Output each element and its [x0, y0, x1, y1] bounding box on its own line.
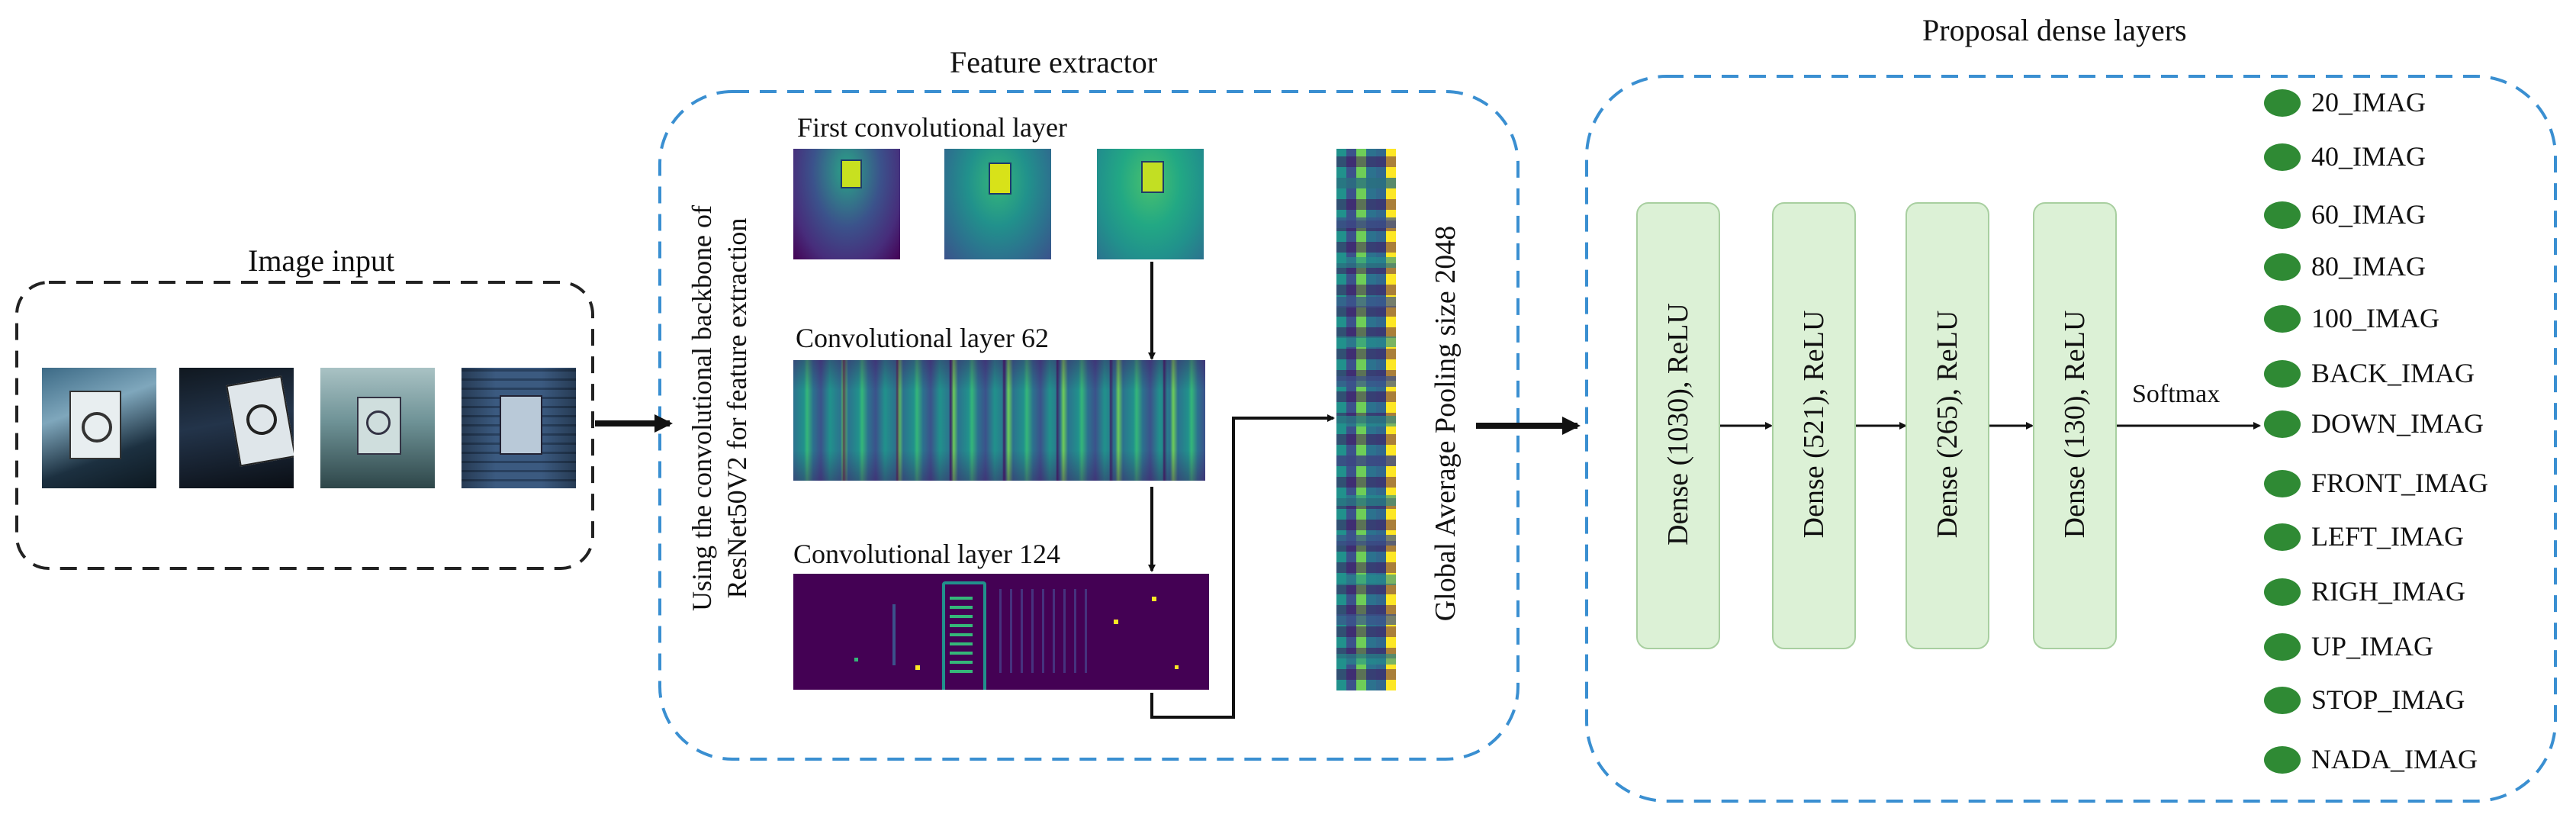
class-dot	[2264, 633, 2301, 661]
class-label: STOP_IMAG	[2311, 684, 2465, 715]
backbone-text-line2: ResNet50V2 for feature extraction	[722, 217, 752, 599]
conv-layer-62-map	[793, 360, 1205, 481]
softmax-label: Softmax	[2132, 380, 2221, 408]
dense-layer-521	[1772, 202, 1856, 649]
class-dot	[2264, 305, 2301, 333]
backbone-text-line1: Using the convolutional backbone of	[687, 205, 717, 611]
class-dot	[2264, 360, 2301, 388]
proposal-dense-title: Proposal dense layers	[1922, 13, 2187, 47]
class-label: 60_IMAG	[2311, 199, 2426, 230]
class-label: 80_IMAG	[2311, 251, 2426, 282]
first-conv-map-2	[944, 149, 1051, 259]
dense-layer-1030-label: Dense (1030), ReLU	[1662, 303, 1694, 546]
conv-layer-124-label: Convolutional layer 124	[793, 539, 1060, 569]
first-conv-map-3	[1097, 149, 1204, 259]
arrow-124-to-pooling	[1150, 414, 1335, 719]
class-dot	[2264, 470, 2301, 497]
global-average-pooling-map	[1336, 149, 1396, 690]
class-dot	[2264, 523, 2301, 551]
dense-layer-130	[2033, 202, 2117, 649]
pooling-label: Global Average Pooling size 2048	[1430, 225, 1462, 622]
class-dot	[2264, 410, 2301, 438]
first-conv-map-1	[793, 149, 900, 259]
class-label: 100_IMAG	[2311, 303, 2439, 333]
image-input-title: Image input	[248, 243, 395, 278]
dense-layer-1030	[1636, 202, 1720, 649]
dense-layer-130-label: Dense (130), ReLU	[2059, 310, 2091, 539]
class-label: NADA_IMAG	[2311, 744, 2478, 774]
feature-extractor-frame	[658, 90, 1520, 761]
dense-layer-521-label: Dense (521), ReLU	[1798, 310, 1830, 539]
class-label: RIGH_IMAG	[2311, 576, 2465, 607]
class-dot	[2264, 89, 2301, 117]
input-image-1	[42, 368, 156, 488]
input-image-2	[179, 368, 294, 488]
class-dot	[2264, 578, 2301, 606]
class-label: UP_IMAG	[2311, 631, 2434, 661]
proposal-dense-frame	[1585, 75, 2557, 803]
class-label: 40_IMAG	[2311, 141, 2426, 172]
input-image-3	[320, 368, 435, 488]
conv-layer-124-map	[793, 574, 1209, 690]
class-dot	[2264, 143, 2301, 171]
class-dot	[2264, 746, 2301, 774]
image-input-frame	[15, 281, 594, 570]
first-conv-layer-label: First convolutional layer	[797, 112, 1067, 143]
backbone-description: Using the convolutional backbone of ResN…	[684, 205, 754, 611]
class-dot	[2264, 201, 2301, 229]
class-label: FRONT_IMAG	[2311, 468, 2489, 498]
class-label: BACK_IMAG	[2311, 358, 2475, 388]
class-dot	[2264, 253, 2301, 281]
class-label: DOWN_IMAG	[2311, 408, 2484, 439]
feature-extractor-title: Feature extractor	[950, 45, 1158, 79]
class-label: LEFT_IMAG	[2311, 521, 2464, 552]
dense-layer-265-label: Dense (265), ReLU	[1931, 310, 1963, 539]
class-dot	[2264, 687, 2301, 714]
dense-layer-265	[1905, 202, 1989, 649]
class-label: 20_IMAG	[2311, 87, 2426, 117]
input-image-4	[461, 368, 576, 488]
conv-layer-62-label: Convolutional layer 62	[796, 323, 1049, 353]
